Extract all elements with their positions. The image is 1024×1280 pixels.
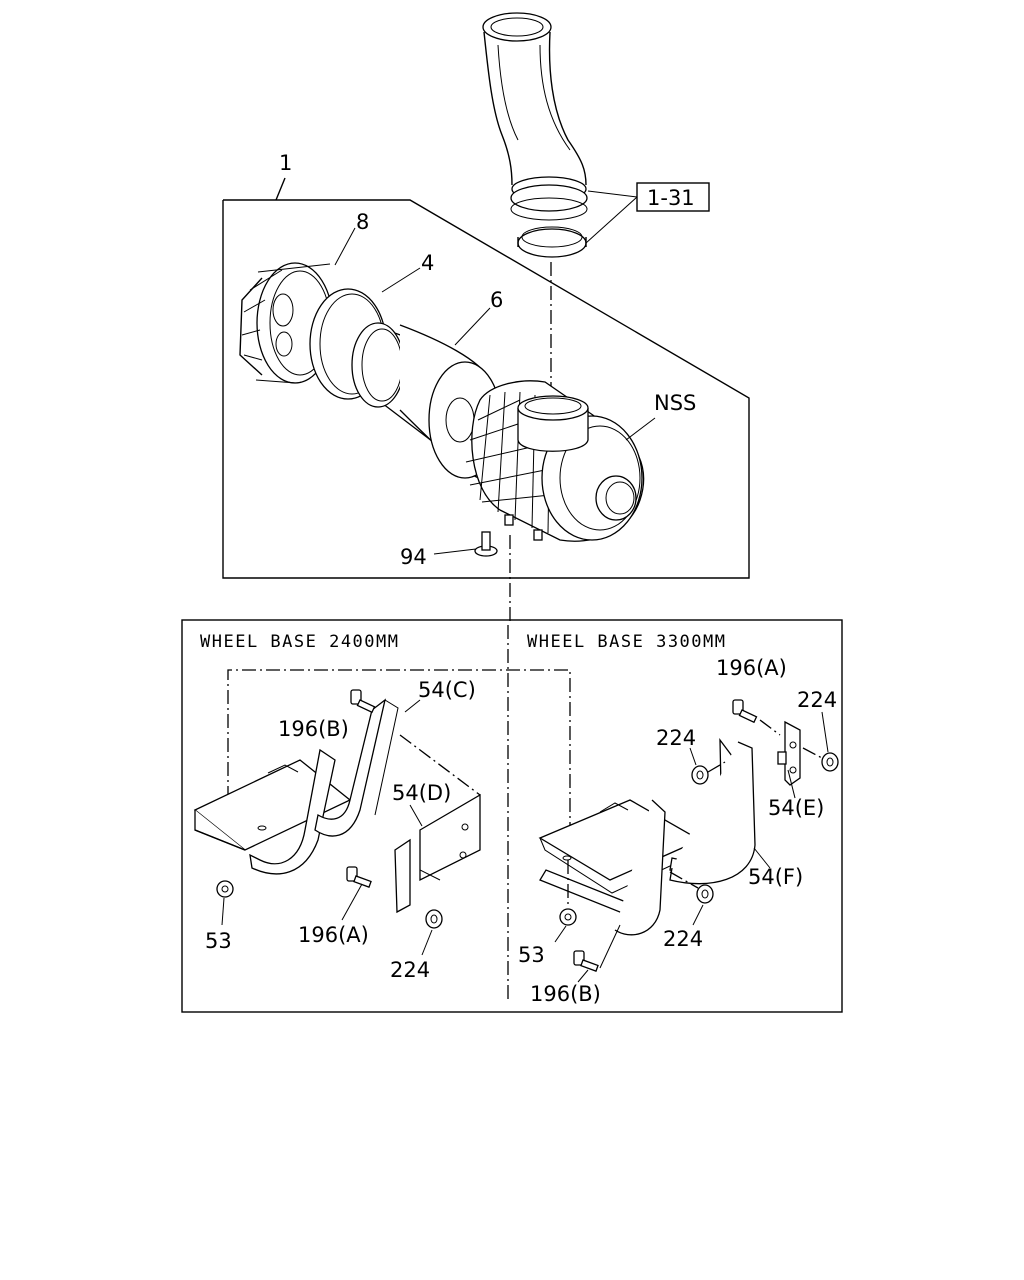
label-54e: 54(E) — [768, 796, 824, 820]
bolt-94: 94 — [400, 531, 498, 569]
label-196b-3300: 196(B) — [530, 982, 601, 1006]
label-nss: NSS — [654, 391, 696, 415]
label-54f: 54(F) — [748, 865, 803, 889]
label-196a-3300: 196(A) — [716, 656, 787, 680]
heading-wb-2400: WHEEL BASE 2400MM — [200, 632, 400, 652]
label-94: 94 — [400, 545, 427, 569]
label-8: 8 — [356, 210, 369, 234]
assembly-frame: 1 — [222, 151, 750, 579]
wheel-base-2400-section: WHEEL BASE 2400MM 196(B) 54(C) 54(D) — [193, 632, 571, 982]
nut-224-bottom-3300: 224 — [663, 871, 714, 951]
label-54c: 54(C) — [418, 678, 476, 702]
label-224-2400: 224 — [390, 958, 430, 982]
label-224-left-3300: 224 — [656, 726, 696, 750]
label-53-3300: 53 — [518, 943, 545, 967]
heading-wb-3300: WHEEL BASE 3300MM — [527, 632, 727, 652]
label-224-bottom-3300: 224 — [663, 927, 703, 951]
clamp-ring — [517, 226, 587, 258]
nut-224-right-3300: 224 — [797, 688, 839, 772]
bolt-196a-2400: 196(A) — [298, 866, 372, 947]
bolt-196b-3300: 196(B) — [530, 924, 621, 1006]
air-cleaner-housing: NSS — [465, 380, 696, 542]
label-6: 6 — [490, 288, 503, 312]
label-196b-2400: 196(B) — [278, 717, 349, 741]
reference-callout-1-31: 1-31 — [585, 182, 710, 244]
nut-53-3300: 53 — [518, 860, 577, 967]
bracket-panel — [181, 619, 843, 1013]
assembly-label: 1 — [279, 151, 292, 175]
bolt-196a-3300: 196(A) — [716, 656, 787, 736]
wheel-base-3300-section: WHEEL BASE 3300MM 196(A) 224 — [518, 632, 839, 1006]
label-53-2400: 53 — [205, 929, 232, 953]
ref-label-1-31: 1-31 — [647, 186, 695, 210]
label-224-right-3300: 224 — [797, 688, 837, 712]
nut-53-2400: 53 — [205, 880, 234, 953]
nut-224-2400: 224 — [390, 909, 443, 982]
label-196a-2400: 196(A) — [298, 923, 369, 947]
bolt-196b-2400: 196(B) — [278, 689, 376, 741]
label-4: 4 — [421, 251, 434, 275]
label-54d: 54(D) — [392, 781, 451, 805]
intake-duct — [482, 12, 588, 221]
nut-224-left-3300: 224 — [656, 726, 726, 785]
